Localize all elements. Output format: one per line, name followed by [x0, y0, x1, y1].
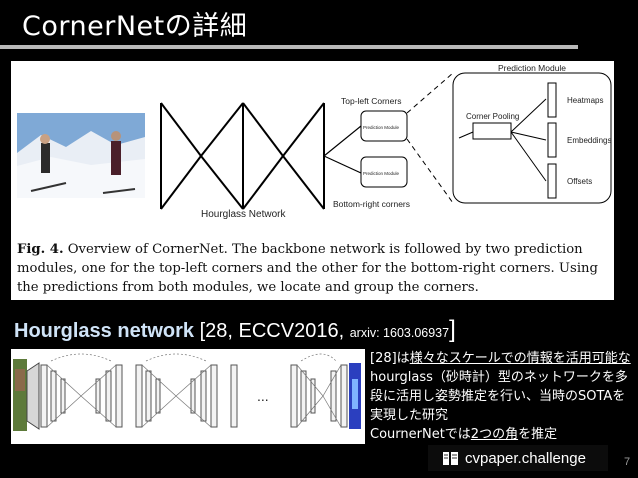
brand-name: cvpaper.challenge	[465, 449, 586, 467]
heatmaps-block	[547, 82, 557, 118]
prediction-module-header: Prediction Module	[498, 63, 566, 73]
hourglass-ref-close: ]	[449, 316, 456, 343]
page-number: 7	[624, 456, 631, 468]
desc-part-4: CournerNetでは	[370, 427, 471, 442]
offsets-label: Offsets	[567, 177, 592, 186]
top-left-module-label: Prediction Module	[363, 125, 400, 130]
bottom-right-module-label: Prediction Module	[363, 171, 400, 176]
hourglass-arxiv: arxiv: 1603.06937	[349, 326, 450, 340]
zoom-dashes	[406, 72, 454, 204]
slide-title: CornerNetの詳細	[22, 11, 248, 42]
caption-text: Overview of CornerNet. The backbone netw…	[17, 242, 598, 295]
hourglass-name: Hourglass network	[14, 320, 195, 342]
hourglass-ref-open: [28, ECCV2016,	[194, 320, 350, 342]
desc-part-3: hourglass（砂時計）型のネットワークを多段に活用し姿勢推定を行い、当時の…	[370, 370, 628, 423]
top-left-corners-label: Top-left Corners	[341, 96, 401, 106]
stacked-hourglass-figure: ...	[11, 349, 365, 444]
hourglass-heading: Hourglass network [28, ECCV2016, arxiv: …	[14, 316, 456, 344]
book-icon	[443, 451, 458, 465]
skier-photo	[17, 113, 145, 198]
hourglass-lines	[46, 353, 342, 428]
hourglass-stack	[40, 364, 348, 428]
brand-footer: cvpaper.challenge	[428, 445, 608, 471]
caption-label: Fig. 4.	[17, 242, 64, 257]
figure-caption: Fig. 4. Overview of CornerNet. The backb…	[17, 240, 609, 297]
description-text: [28]は様々なスケールでの情報を活用可能な hourglass（砂時計）型のネッ…	[370, 349, 635, 444]
prediction-module-detail	[452, 72, 612, 204]
hourglass-network-shape	[160, 102, 325, 210]
offsets-block	[547, 163, 557, 199]
cornernet-overview-figure: Hourglass Network Top-left Corners Predi…	[11, 61, 614, 300]
top-left-prediction-module	[360, 110, 408, 142]
stacked-hourglass-diagram: ...	[13, 353, 361, 431]
desc-part-2: 様々なスケールでの情報を活用可能な	[409, 351, 631, 366]
hourglass-ellipsis: ...	[257, 388, 269, 404]
branch-arrows	[323, 125, 362, 174]
desc-part-5: 2つの角	[470, 427, 519, 442]
corner-pooling-label: Corner Pooling	[466, 112, 519, 121]
corner-pooling-box	[472, 122, 512, 140]
desc-part-1: [28]は	[370, 351, 410, 366]
bottom-right-prediction-module	[360, 156, 408, 188]
prediction-arrows	[458, 98, 547, 182]
bottom-right-corners-label: Bottom-right corners	[333, 199, 410, 209]
title-divider	[0, 45, 578, 49]
embeddings-label: Embeddings	[567, 136, 611, 145]
embeddings-block	[547, 122, 557, 158]
hourglass-network-label: Hourglass Network	[201, 209, 286, 220]
desc-part-6: を推定	[518, 427, 558, 442]
cornernet-diagram: Hourglass Network Top-left Corners Predi…	[17, 63, 612, 220]
heatmaps-label: Heatmaps	[567, 96, 603, 105]
